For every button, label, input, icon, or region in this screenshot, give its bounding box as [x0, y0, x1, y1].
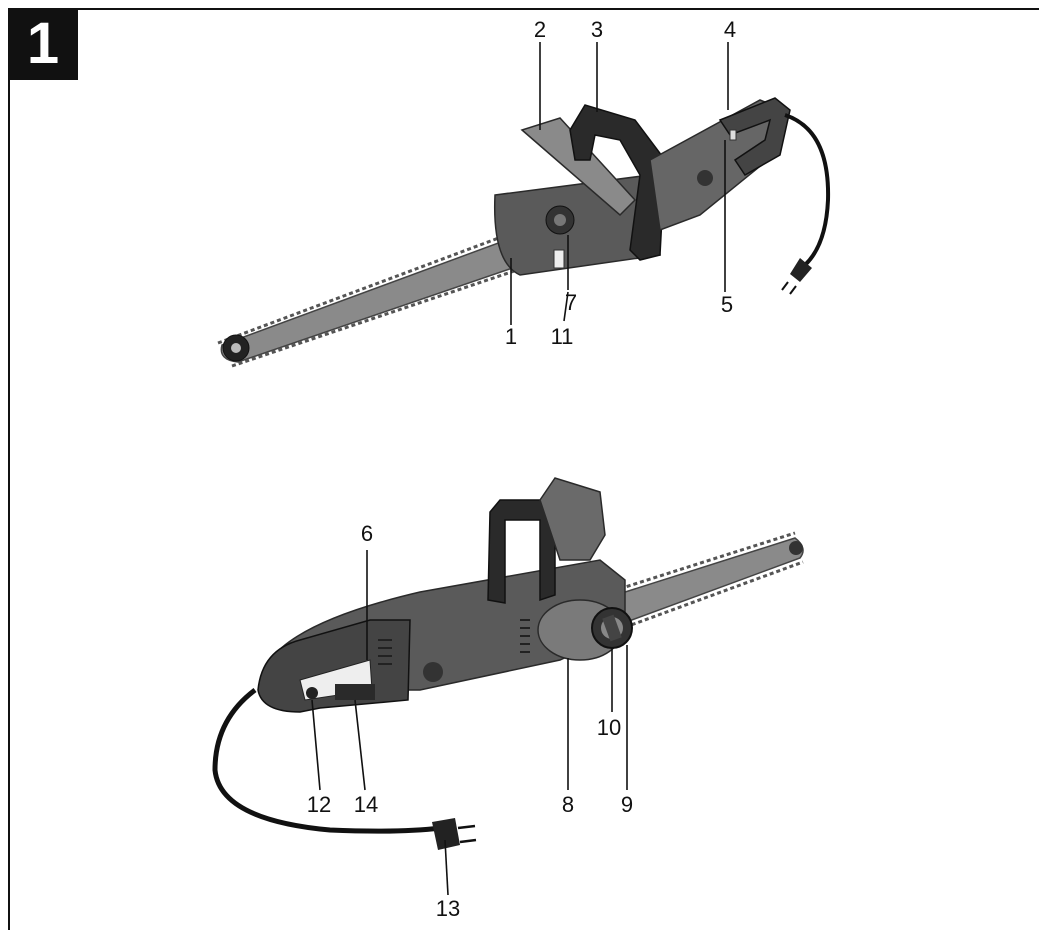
hand-guard-top	[520, 117, 637, 217]
saw-chain-top	[217, 228, 533, 368]
callout-8: 8	[562, 792, 574, 817]
vent-slots-rear	[378, 639, 392, 665]
plug-top	[790, 258, 812, 282]
guide-bar-top	[220, 234, 531, 363]
chainsaw-top-view	[217, 97, 831, 368]
callout-10: 10	[597, 715, 621, 740]
side-knob-bottom	[423, 662, 443, 682]
chainsaw-bottom-view	[212, 477, 804, 850]
trigger-switch	[335, 684, 375, 700]
callout-9: 9	[621, 792, 633, 817]
callout-14: 14	[354, 792, 378, 817]
frame-top-border	[8, 8, 1039, 10]
bar-nose-sprocket-bottom	[789, 541, 803, 555]
callout-6: 6	[361, 521, 373, 546]
callout-12: 12	[307, 792, 331, 817]
front-handle-bottom	[487, 499, 556, 604]
callout-2: 2	[534, 17, 546, 42]
lock-off-button-bottom	[306, 687, 318, 699]
callout-3: 3	[591, 17, 603, 42]
callout-5: 5	[721, 292, 733, 317]
rear-handle-bottom	[257, 619, 411, 713]
figure-number-badge: 1	[8, 8, 78, 80]
callout-13: 13	[436, 896, 460, 921]
power-cord-bottom	[212, 688, 441, 834]
side-knob-top	[697, 170, 713, 186]
callout-11: 11	[551, 324, 574, 349]
rear-handle-top	[718, 97, 791, 176]
front-handle-top	[569, 104, 666, 261]
callout-4: 4	[724, 17, 736, 42]
callout-7: 7	[565, 290, 577, 315]
vent-slots-bottom	[520, 619, 530, 653]
plug-bottom	[432, 818, 460, 850]
oil-level-window	[553, 249, 565, 269]
frame-left-border	[8, 8, 10, 930]
callout-1: 1	[505, 324, 517, 349]
power-cord-top	[784, 113, 831, 267]
leader-lines	[311, 42, 729, 896]
lock-off-button-top	[729, 129, 737, 141]
hand-guard-bottom	[539, 477, 606, 561]
saw-chain-bottom	[599, 531, 804, 634]
guide-bar-bottom	[599, 537, 804, 629]
callout-numbers: 2 3 4 7 5 1 11 6 10 12 14 8 9 13	[307, 17, 736, 921]
